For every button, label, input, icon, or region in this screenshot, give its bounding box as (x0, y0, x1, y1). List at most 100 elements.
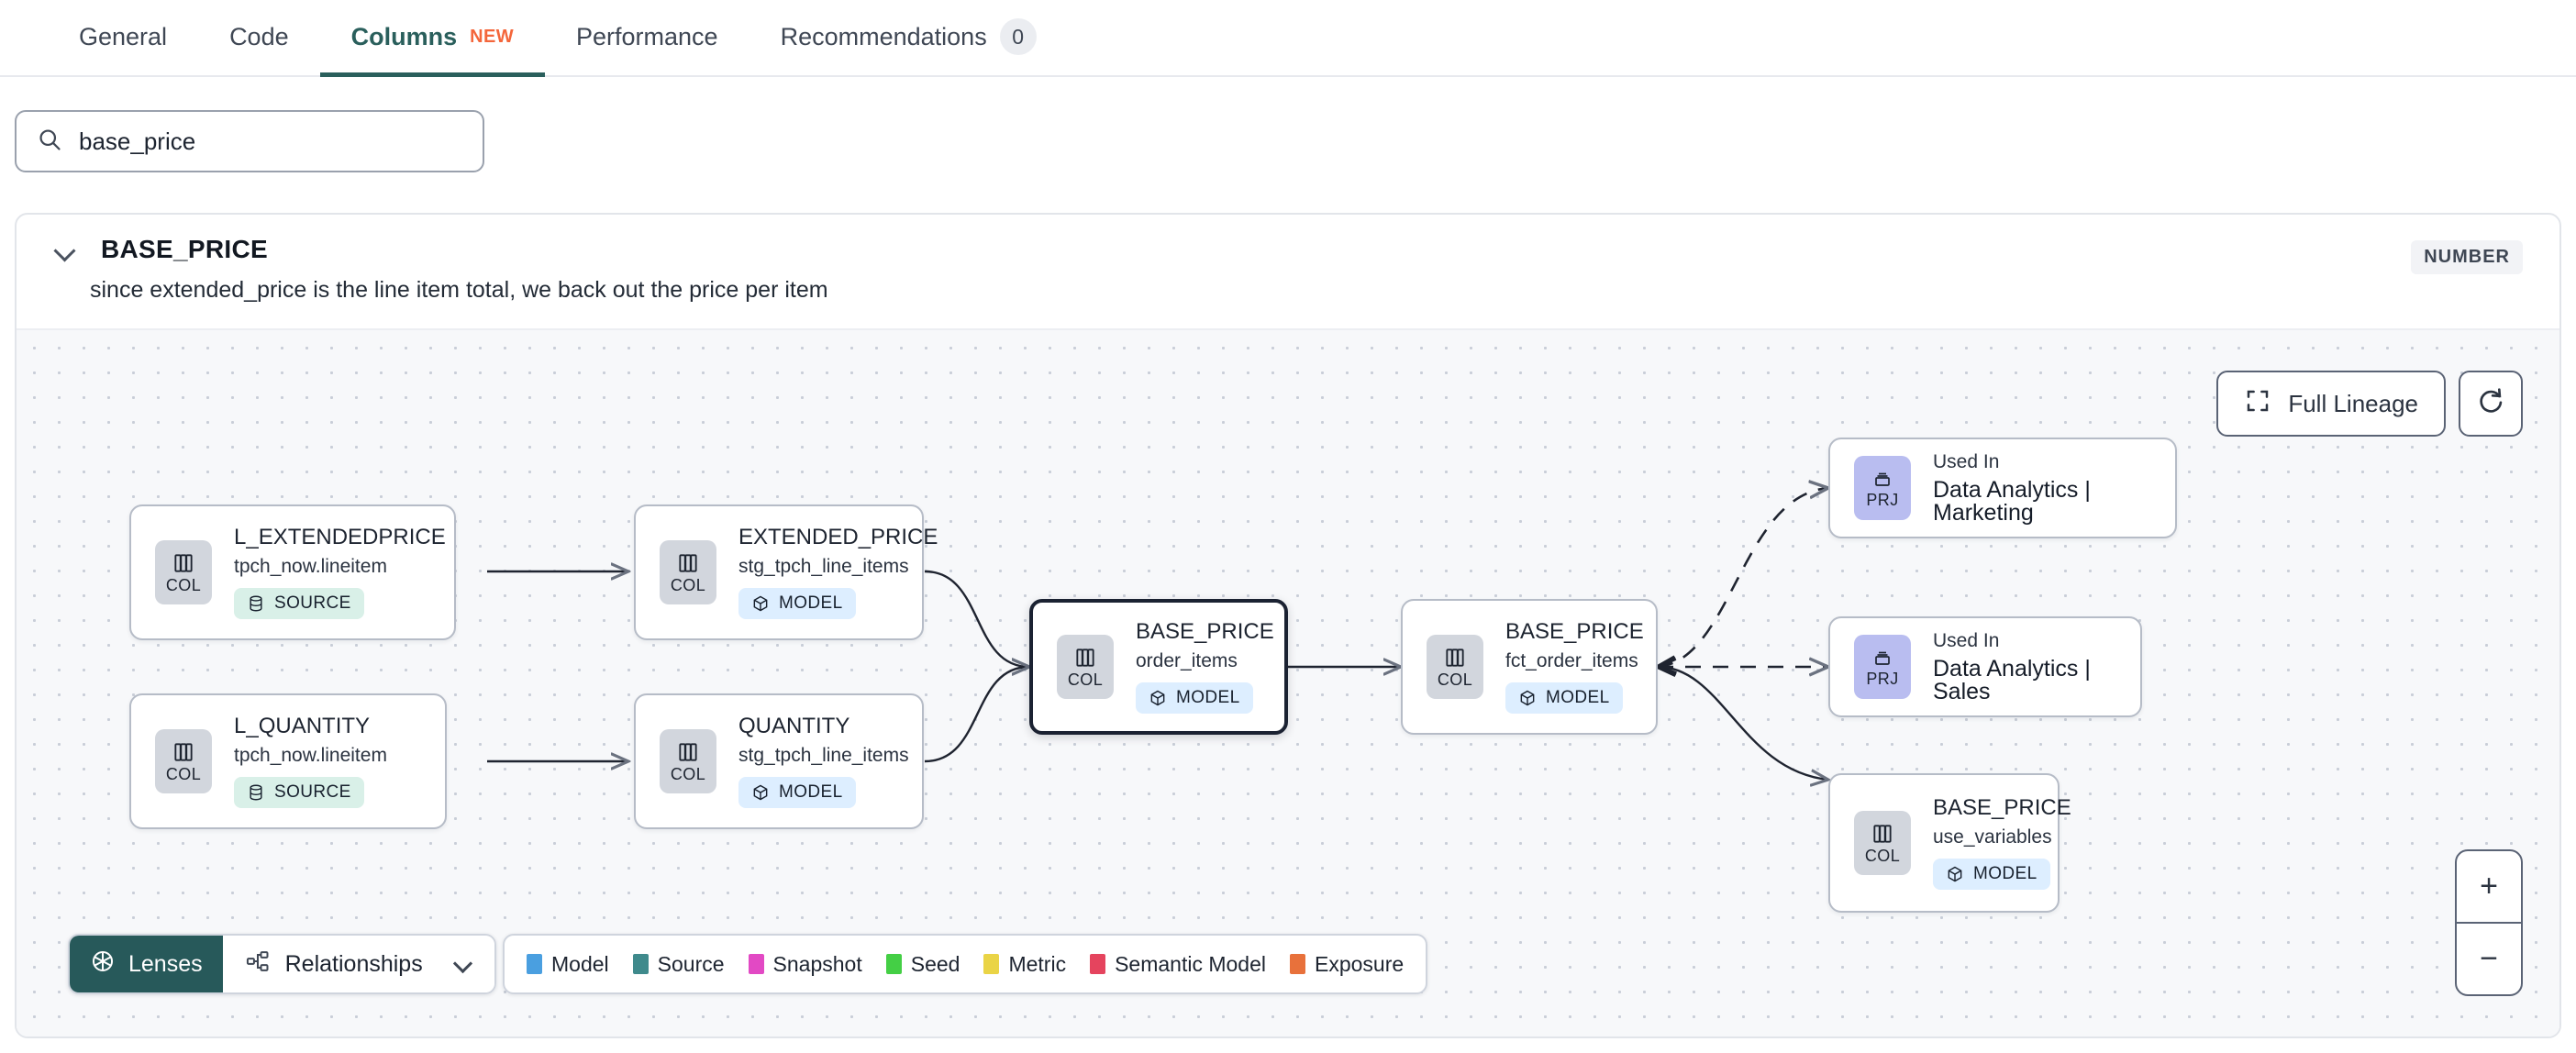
node-tag-label: MODEL (1546, 687, 1610, 707)
node-subtitle: use_variables (1933, 826, 2052, 848)
legend-label: Source (657, 951, 725, 976)
tab-label: General (79, 22, 168, 50)
lineage-node-l-quantity[interactable]: COL L_QUANTITY tpch_now.lineitem SOURCE (129, 693, 447, 829)
legend-label: Snapshot (772, 951, 862, 976)
refresh-icon (2476, 387, 2505, 421)
lineage-node-l-extendedprice[interactable]: COL L_EXTENDEDPRICE tpch_now.lineitem SO… (129, 504, 456, 640)
legend-swatch (983, 954, 1000, 974)
cube-icon (1948, 866, 1962, 882)
tab-recommendations-count: 0 (999, 18, 1037, 55)
project-name: Data Analytics | Marketing (1933, 476, 2091, 526)
full-lineage-button[interactable]: Full Lineage (2216, 371, 2446, 437)
lenses-label: Lenses (128, 950, 203, 977)
cube-icon (753, 595, 768, 612)
search-input[interactable] (79, 127, 462, 156)
search-box[interactable] (15, 110, 484, 172)
lineage-node-project-sales[interactable]: PRJ Used In Data Analytics | Sales (1828, 616, 2142, 717)
legend-label: Metric (1008, 951, 1067, 976)
legend-swatch (1290, 954, 1305, 974)
cube-icon (753, 784, 768, 801)
refresh-button[interactable] (2459, 371, 2523, 437)
node-tag-label: MODEL (779, 593, 843, 613)
column-icon (1873, 825, 1892, 843)
node-subtitle: stg_tpch_line_items (738, 555, 909, 577)
lineage-node-base-price-order-items[interactable]: COL BASE_PRICE order_items MODEL (1029, 599, 1288, 735)
tab-new-badge: NEW (470, 26, 514, 47)
cube-icon (1520, 690, 1535, 706)
zoom-controls[interactable]: + − (2455, 849, 2523, 996)
tab-general[interactable]: General (48, 0, 198, 75)
tab-recommendations[interactable]: Recommendations 0 (749, 0, 1068, 75)
lenses-group: Lenses Relationships (68, 934, 496, 994)
full-lineage-label: Full Lineage (2288, 389, 2418, 417)
lenses-button[interactable]: Lenses (70, 936, 223, 992)
col-chip: COL (1427, 635, 1483, 699)
legend-label: Exposure (1315, 951, 1405, 976)
lineage-edges (487, 330, 2559, 1036)
legend-label: Seed (910, 951, 960, 976)
panel-header: BASE_PRICE NUMBER since extended_price i… (17, 215, 2559, 327)
column-description: since extended_price is the line item to… (90, 277, 828, 303)
lineage-node-base-price-use-variables[interactable]: COL BASE_PRICE use_variables MODEL (1828, 773, 2071, 913)
column-icon (1446, 648, 1464, 667)
legend-swatch (632, 954, 649, 974)
node-type-tag: MODEL (1505, 682, 1623, 714)
legend-swatch (885, 954, 902, 974)
lineage-canvas[interactable]: COL L_EXTENDEDPRICE tpch_now.lineitem SO… (17, 328, 2559, 1036)
lineage-node-quantity[interactable]: COL QUANTITY stg_tpch_line_items MODEL (634, 693, 924, 829)
zoom-in-button[interactable]: + (2457, 851, 2521, 924)
col-chip-label: COL (670, 576, 706, 594)
node-subtitle: order_items (1136, 649, 1238, 671)
project-icon (1875, 651, 1890, 665)
legend-item-model: Model (527, 952, 609, 977)
relationships-label: Relationships (284, 950, 423, 977)
cube-icon (1150, 690, 1165, 706)
tab-performance[interactable]: Performance (545, 0, 749, 75)
col-chip-label: COL (1067, 671, 1104, 689)
legend-swatch (748, 954, 764, 974)
node-tag-label: SOURCE (274, 781, 351, 802)
database-icon (250, 595, 262, 612)
prj-chip-label: PRJ (1866, 491, 1899, 509)
legend-item-seed: Seed (885, 951, 960, 977)
tab-code[interactable]: Code (198, 0, 320, 75)
tab-label: Recommendations (780, 22, 987, 50)
column-detail-panel: BASE_PRICE NUMBER since extended_price i… (15, 213, 2561, 1038)
lineage-node-extended-price[interactable]: COL EXTENDED_PRICE stg_tpch_line_items M… (634, 504, 938, 640)
collapse-chevron-icon[interactable] (53, 238, 77, 261)
zoom-out-button[interactable]: − (2480, 941, 2498, 976)
node-type-tag: MODEL (738, 776, 856, 808)
tab-label: Code (229, 22, 289, 50)
col-chip-label: COL (1437, 671, 1473, 689)
column-icon (1076, 648, 1094, 667)
col-chip-label: COL (165, 765, 202, 783)
database-icon (250, 784, 262, 801)
column-icon (174, 743, 193, 761)
project-icon (1875, 472, 1890, 486)
project-name: Data Analytics | Sales (1933, 655, 2091, 704)
legend-item-metric: Metric (983, 952, 1066, 977)
node-name: L_EXTENDEDPRICE (234, 525, 446, 550)
node-tag-label: MODEL (1973, 863, 2037, 883)
col-chip: COL (155, 729, 212, 793)
col-chip-label: COL (670, 765, 706, 783)
legend-label: Model (551, 951, 609, 976)
legend-item-snapshot: Snapshot (748, 951, 862, 977)
node-name: L_QUANTITY (234, 714, 371, 739)
node-tag-label: MODEL (779, 781, 843, 802)
legend-item-source: Source (632, 951, 725, 977)
legend-item-semantic-model: Semantic Model (1090, 952, 1266, 977)
column-icon (174, 554, 193, 572)
node-type-tag: SOURCE (234, 776, 364, 808)
col-chip: COL (660, 540, 716, 604)
prj-chip: PRJ (1854, 456, 1911, 520)
lineage-node-base-price-fct-order-items[interactable]: COL BASE_PRICE fct_order_items MODEL (1401, 599, 1658, 735)
node-subtitle: fct_order_items (1505, 649, 1638, 671)
tab-columns[interactable]: Columns NEW (319, 0, 546, 77)
col-chip: COL (1057, 635, 1114, 699)
node-name: QUANTITY (738, 714, 850, 739)
node-type-legend: Model Source Snapshot Seed Metric Semant… (503, 934, 1428, 994)
relationships-button[interactable]: Relationships (222, 936, 494, 992)
page-title: BASE_PRICE (101, 235, 268, 263)
lineage-node-project-marketing[interactable]: PRJ Used In Data Analytics | Marketing (1828, 438, 2177, 538)
